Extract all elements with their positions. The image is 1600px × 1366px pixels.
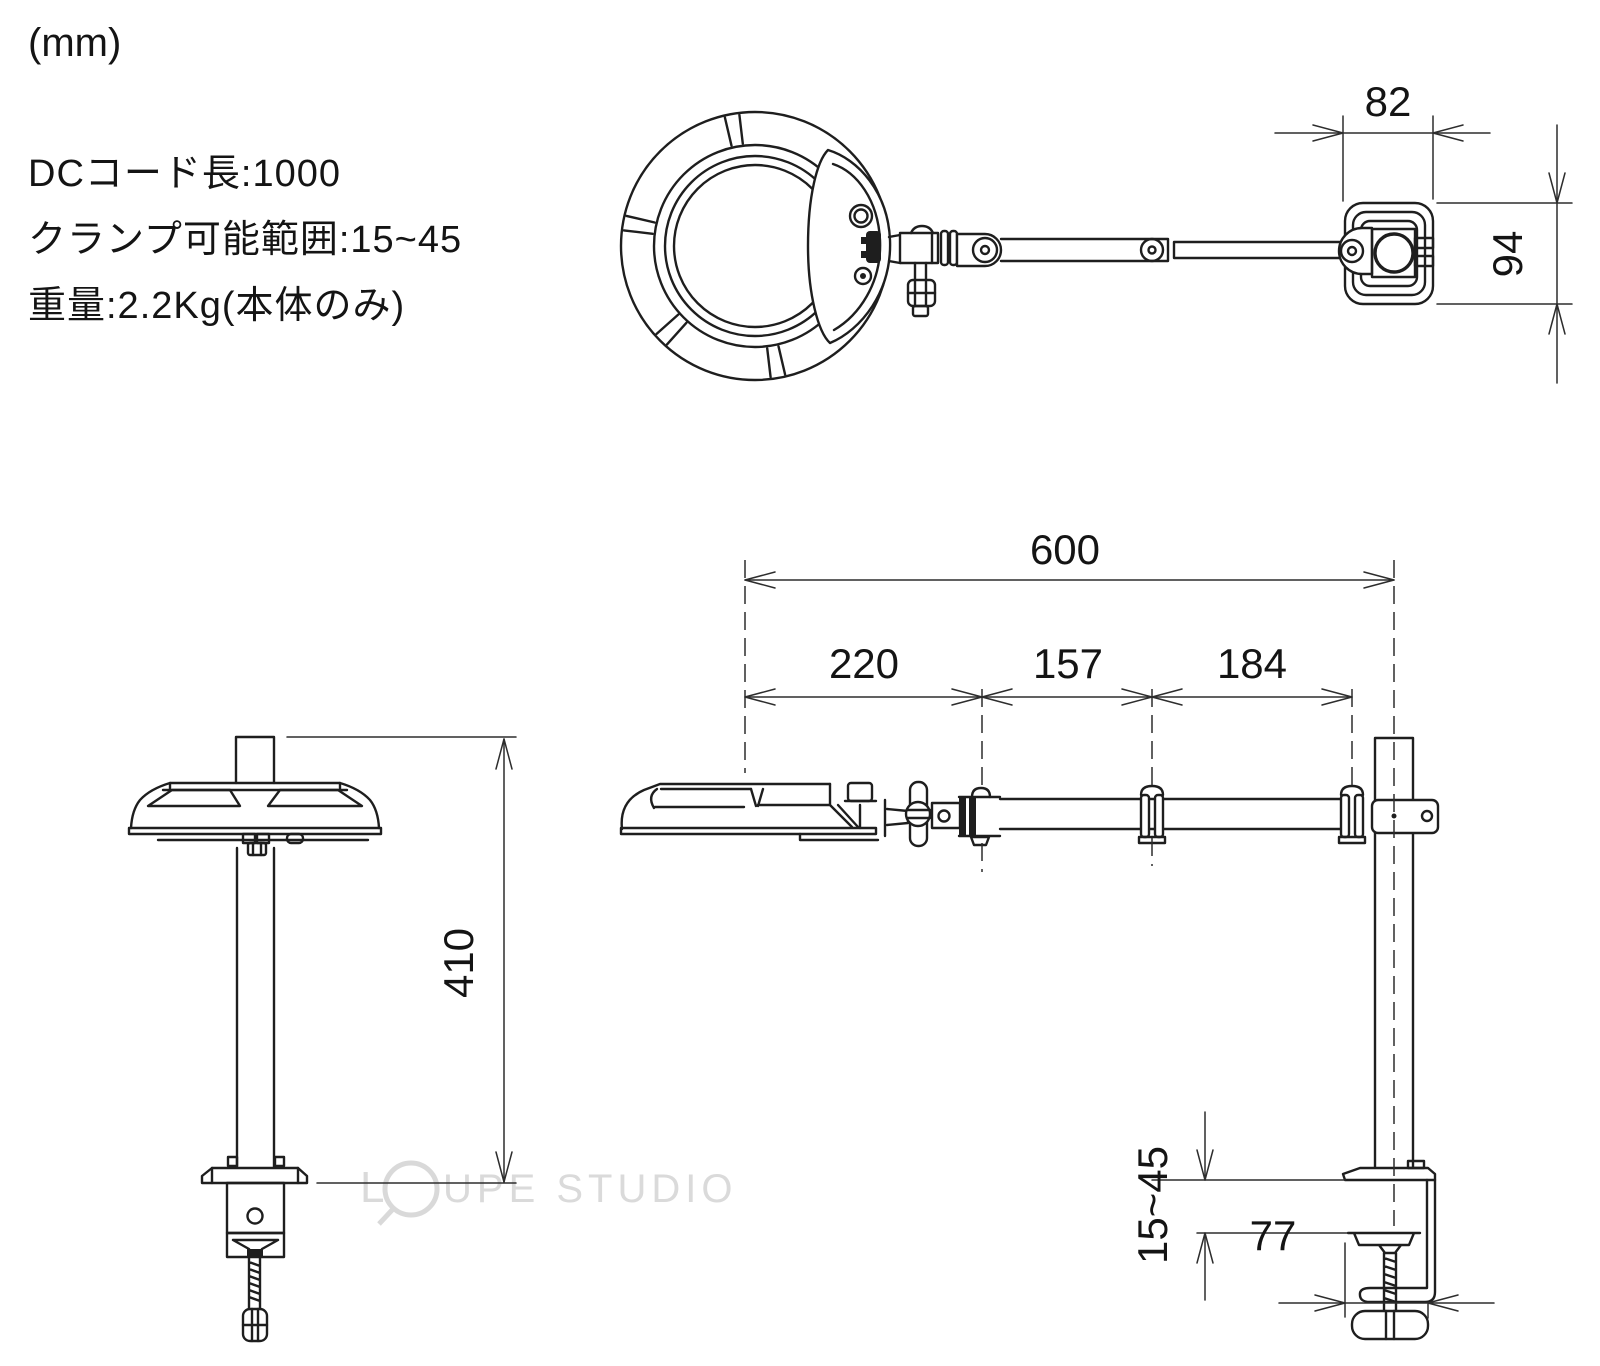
dim-label-220: 220 — [829, 640, 899, 687]
dim-label-600: 600 — [1030, 526, 1100, 573]
dim-label-410: 410 — [435, 928, 482, 998]
dim-label-157: 157 — [1033, 640, 1103, 687]
pole-height-dimension — [286, 736, 517, 1184]
watermark-text: UPE STUDIO — [443, 1167, 737, 1211]
top-view-drawing — [619, 110, 1435, 382]
power-button — [848, 203, 874, 229]
arm-dimensions — [744, 560, 1395, 1226]
dim-label-clamp-range: 15~45 — [1129, 1146, 1176, 1264]
front-view-drawing — [127, 735, 383, 1343]
hinge-block — [866, 231, 881, 263]
unit-label: (mm) — [28, 21, 121, 65]
watermark-loupe-icon — [377, 1160, 440, 1226]
dim-label-94: 94 — [1484, 231, 1531, 278]
dim-label-82: 82 — [1365, 78, 1412, 125]
watermark-text-l: L — [360, 1163, 389, 1212]
front-clamp-flange — [200, 1166, 309, 1185]
spec-clamp-range: クランプ可能範囲:15~45 — [28, 219, 462, 261]
top-view-dimensions — [1274, 115, 1573, 384]
spec-weight: 重量:2.2Kg(本体のみ) — [28, 285, 405, 327]
side-clamp-knob — [1350, 1309, 1430, 1341]
side-clamp-plate — [1341, 1166, 1437, 1182]
clamp-dimensions — [1151, 1111, 1495, 1319]
spec-dc-cord: DCコード長:1000 — [28, 153, 341, 195]
side-view-drawing — [619, 736, 1440, 1341]
ring-slits — [622, 113, 787, 379]
arm-link — [955, 232, 1003, 268]
pole-bracket — [1370, 798, 1440, 835]
dim-label-77: 77 — [1250, 1212, 1297, 1259]
dim-label-184: 184 — [1217, 640, 1287, 687]
